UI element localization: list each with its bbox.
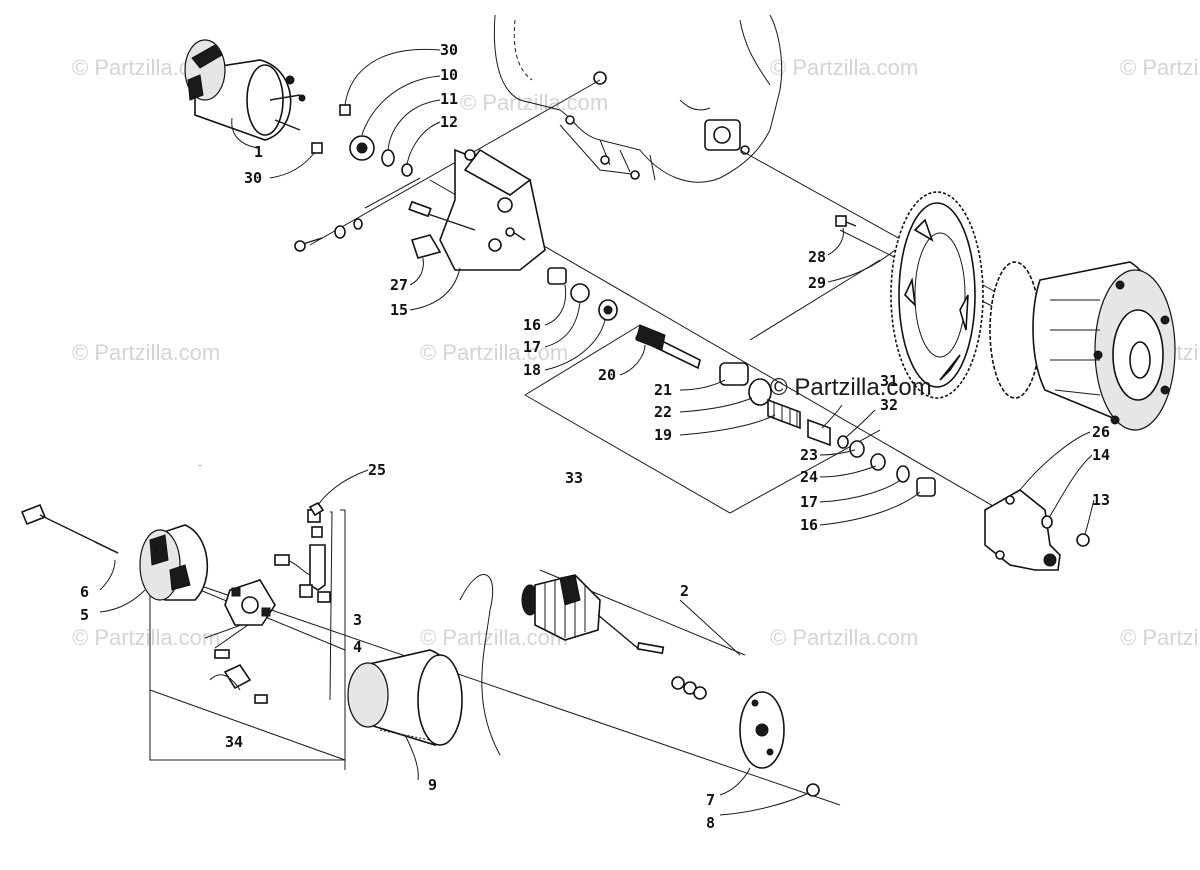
callout-32: 32 — [880, 396, 898, 414]
callout-29: 25 — [368, 461, 386, 479]
callout-24: 24 — [800, 468, 818, 486]
watermark: © Partzilla.com — [460, 90, 608, 115]
end-housing-5 — [139, 524, 209, 601]
callout-27: 28 — [808, 248, 826, 266]
callout-17-upper: 17 — [523, 338, 541, 356]
callout-22: 22 — [654, 403, 672, 421]
watermark: © Partzilla.com — [72, 340, 220, 365]
terminal-3 — [274, 509, 331, 603]
callout-26: 27 — [390, 276, 408, 294]
watermark: © Partzilla.com — [1120, 625, 1200, 650]
callout-31: 31 — [880, 372, 898, 390]
engine-block — [493, 14, 783, 183]
fasteners-upper-left — [294, 104, 413, 252]
armature-2 — [521, 574, 707, 700]
washer-14 — [1041, 515, 1053, 529]
callout-2: 2 — [680, 582, 689, 600]
callout-20: 20 — [598, 366, 616, 384]
end-plate-7 — [739, 691, 785, 769]
drive-shaft-parts — [547, 267, 936, 497]
callout-34: 34 — [225, 733, 243, 751]
leader-lines — [99, 48, 1095, 816]
callout-7: 7 — [706, 791, 715, 809]
callout-16-upper: 16 — [523, 316, 541, 334]
watermark: © Partzilla.com — [1120, 55, 1200, 80]
callout-4: 4 — [353, 638, 362, 656]
callout-10: 10 — [440, 66, 458, 84]
watermark-main: © Partzilla.com — [770, 374, 932, 401]
brush-holder-4 — [224, 579, 276, 626]
callout-33: 33 — [565, 469, 583, 487]
callout-30-bottom: 30 — [244, 169, 262, 187]
callout-17-lower: 17 — [800, 493, 818, 511]
callout-25: 26 — [1092, 423, 1110, 441]
callout-12: 12 — [440, 113, 458, 131]
callout-13: 13 — [1092, 491, 1110, 509]
bolt-26 — [408, 200, 476, 259]
callout-6: 6 — [80, 583, 89, 601]
starter-motor — [184, 39, 306, 141]
callout-18: 18 — [523, 361, 541, 379]
motor-yoke-9 — [347, 649, 463, 746]
mounting-bracket — [439, 148, 546, 271]
callout-9: 9 — [428, 776, 437, 794]
callout-5: 5 — [80, 606, 89, 624]
nut-29 — [308, 501, 325, 517]
watermark: © Partzilla.com — [770, 55, 918, 80]
callout-30-top: 30 — [440, 41, 458, 59]
ring-gear — [890, 191, 984, 399]
callout-19: 19 — [654, 426, 672, 444]
nut-8 — [806, 783, 820, 797]
callout-labels: 30 10 11 12 1 30 27 15 16 17 18 20 21 22… — [80, 41, 1110, 832]
callout-11: 11 — [440, 90, 458, 108]
callout-21: 21 — [654, 381, 672, 399]
watermark: © Partzilla.com — [420, 340, 568, 365]
callout-16-lower: 16 — [800, 516, 818, 534]
flywheel — [989, 261, 1176, 431]
watermark: © Partzilla.com — [72, 625, 220, 650]
watermark-layer: © Partzilla.com © Partzilla.com © Partzi… — [72, 55, 1200, 650]
callout-8: 8 — [706, 814, 715, 832]
callout-23: 23 — [800, 446, 818, 464]
screw-27 — [835, 215, 857, 227]
callout-15: 15 — [390, 301, 408, 319]
end-cap-25 — [984, 489, 1061, 571]
callout-28: 29 — [808, 274, 826, 292]
through-bolt-6 — [20, 503, 119, 554]
brush-set-34 — [209, 649, 268, 704]
callout-3: 3 — [353, 611, 362, 629]
callout-14: 14 — [1092, 446, 1110, 464]
nut-13 — [1076, 533, 1090, 547]
callout-1: 1 — [254, 143, 263, 161]
assembly-lines — [139, 79, 1011, 806]
watermark: © Partzilla.com — [770, 625, 918, 650]
